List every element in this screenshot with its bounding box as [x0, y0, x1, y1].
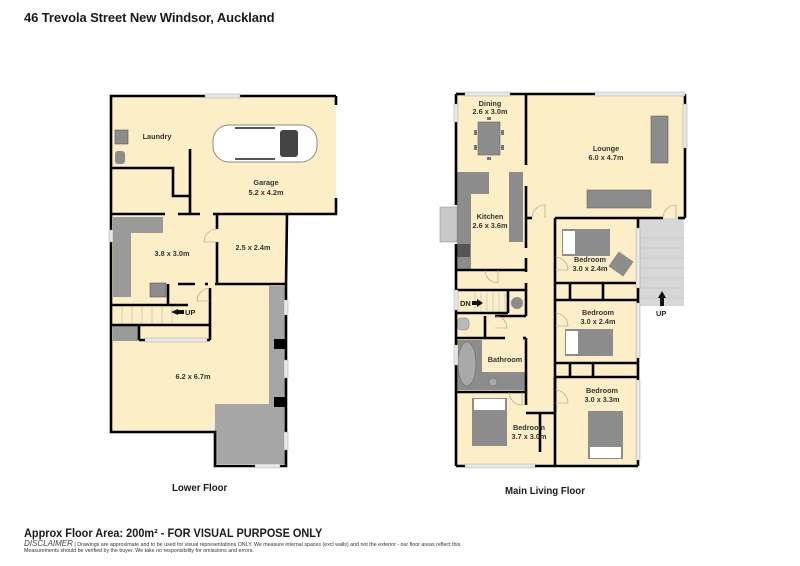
room-bedroom-3-dimensions: 3.0 x 3.3m	[585, 395, 620, 404]
room-lounge-dimensions: 6.0 x 4.7m	[589, 153, 624, 162]
exterior-stairs	[638, 218, 684, 306]
room-lower-3-dimensions: 6.2 x 6.7m	[176, 372, 211, 381]
room-bedroom-4-dimensions: 3.7 x 3.0m	[512, 432, 547, 441]
room-garage-name: Garage	[253, 178, 278, 187]
room-bedroom-2-name: Bedroom	[582, 308, 615, 317]
sofa-icon	[650, 115, 669, 164]
sink-icon	[488, 377, 498, 387]
armchair-icon	[608, 251, 634, 277]
disclaimer-tag: DISCLAIMER	[24, 539, 73, 548]
room-kitchen-name: Kitchen	[477, 212, 504, 221]
water-heater-icon	[511, 297, 523, 309]
stove-icon	[457, 244, 470, 257]
stairs-up-label-main: UP	[656, 309, 666, 318]
stairs-down-main: DN	[460, 293, 506, 311]
disclaimer-text: | Drawings are approximate and to be use…	[24, 542, 462, 555]
arrow-left-icon	[171, 309, 178, 315]
washing-machine-icon	[115, 151, 125, 164]
laundry-tub-icon	[114, 129, 129, 145]
arrow-up-icon	[658, 291, 666, 298]
main-floor-label: Main Living Floor	[505, 485, 585, 497]
stairs-up-lower: UP	[111, 305, 195, 325]
room-bedroom-2-dimensions: 3.0 x 2.4m	[581, 317, 616, 326]
car-icon	[212, 124, 318, 163]
disclaimer: DISCLAIMER | Drawings are approximate an…	[24, 539, 494, 555]
room-lounge-name: Lounge	[593, 144, 619, 153]
arrow-right-icon	[477, 299, 483, 307]
room-dining-dimensions: 2.6 x 3.0m	[473, 107, 508, 116]
sofa-icon	[586, 189, 652, 209]
main-walls	[454, 92, 687, 468]
lower-floor-label: Lower Floor	[172, 482, 228, 494]
bathtub-icon	[457, 341, 477, 387]
room-bedroom-4-name: Bedroom	[513, 423, 546, 432]
stairs-up-label-lower: UP	[185, 308, 195, 317]
built-in-cabinet	[113, 217, 131, 297]
room-garage-dimensions: 5.2 x 4.2m	[249, 188, 284, 197]
room-kitchen-dimensions: 2.6 x 3.6m	[473, 221, 508, 230]
main-floor-plan: UP	[439, 91, 688, 469]
room-laundry-name: Laundry	[143, 132, 173, 141]
room-bedroom-1-name: Bedroom	[574, 255, 607, 264]
room-bathroom-name: Bathroom	[488, 355, 523, 364]
room-bedroom-1-dimensions: 3.0 x 2.4m	[573, 264, 608, 273]
room-dining-name: Dining	[479, 99, 502, 108]
dining-table-icon	[474, 117, 504, 160]
property-address: 46 Trevola Street New Windsor, Auckland	[24, 10, 275, 25]
floor-area-summary: Approx Floor Area: 200m² - FOR VISUAL PU…	[24, 528, 323, 540]
stairs-down-label: DN	[460, 299, 471, 308]
room-lower-2-dimensions: 2.5 x 2.4m	[236, 243, 271, 252]
lower-floor-plan: UP	[108, 93, 338, 469]
lower-walls	[109, 94, 338, 468]
room-lower-1-dimensions: 3.8 x 3.0m	[155, 249, 190, 258]
toilet-icon	[456, 317, 470, 331]
room-bedroom-3-name: Bedroom	[586, 386, 619, 395]
